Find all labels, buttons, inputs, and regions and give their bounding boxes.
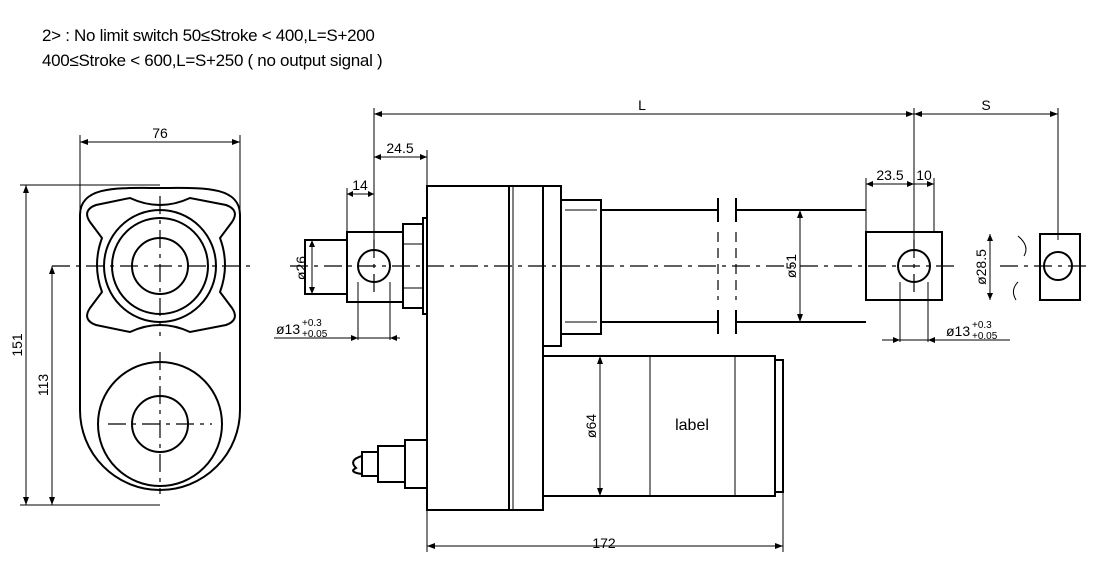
dim-S: S xyxy=(981,97,990,113)
dim-10: 10 xyxy=(916,167,932,183)
dim-dia-64: ø64 xyxy=(583,414,599,438)
side-dimensions: L S 24.5 14 ø26 ø13 +0.3 +0.05 xyxy=(274,97,1059,552)
gearbox-housing xyxy=(426,185,510,511)
dim-dia-28-5: ø28.5 xyxy=(973,249,989,285)
tol-plus-right: +0.3 xyxy=(972,320,992,331)
tol-minus-right: +0.05 xyxy=(972,331,998,342)
dim-172: 172 xyxy=(592,535,616,551)
dim-height-151: 151 xyxy=(9,333,25,357)
dim-dia-51: ø51 xyxy=(783,254,799,278)
end-view: 76 151 113 xyxy=(9,125,250,506)
dim-dia-26: ø26 xyxy=(293,256,309,280)
tube-cap xyxy=(560,199,602,335)
rod-end xyxy=(1039,233,1081,301)
tol-minus-left: +0.05 xyxy=(302,329,328,340)
motor-body xyxy=(542,355,776,497)
motor-label: label xyxy=(675,417,709,434)
cable-gland-tip xyxy=(361,451,379,477)
cable-gland-body xyxy=(377,445,406,483)
rear-clevis-pin xyxy=(304,239,348,295)
dim-24-5: 24.5 xyxy=(386,140,413,156)
gearbox-cover xyxy=(508,185,544,511)
dim-height-113: 113 xyxy=(35,374,51,397)
end-view-body xyxy=(79,186,241,491)
dim-L: L xyxy=(638,97,646,113)
dim-23-5: 23.5 xyxy=(876,167,903,183)
motor-end-cap xyxy=(774,359,784,493)
end-view-flange xyxy=(86,196,236,334)
tol-plus-left: +0.3 xyxy=(302,318,322,329)
dim-hole-13-right: ø13 xyxy=(946,323,970,339)
note-line-1: 2> : No limit switch 50≤Stroke < 400,L=S… xyxy=(42,26,375,45)
dim-width-76: 76 xyxy=(152,125,168,141)
note-line-2: 400≤Stroke < 600,L=S+250 ( no output sig… xyxy=(42,51,383,70)
dim-hole-13-left: ø13 xyxy=(276,321,300,337)
cable-gland-nut xyxy=(404,439,428,489)
side-view: label xyxy=(290,185,1090,511)
dim-14: 14 xyxy=(352,177,368,193)
rear-clevis-block xyxy=(346,231,404,303)
